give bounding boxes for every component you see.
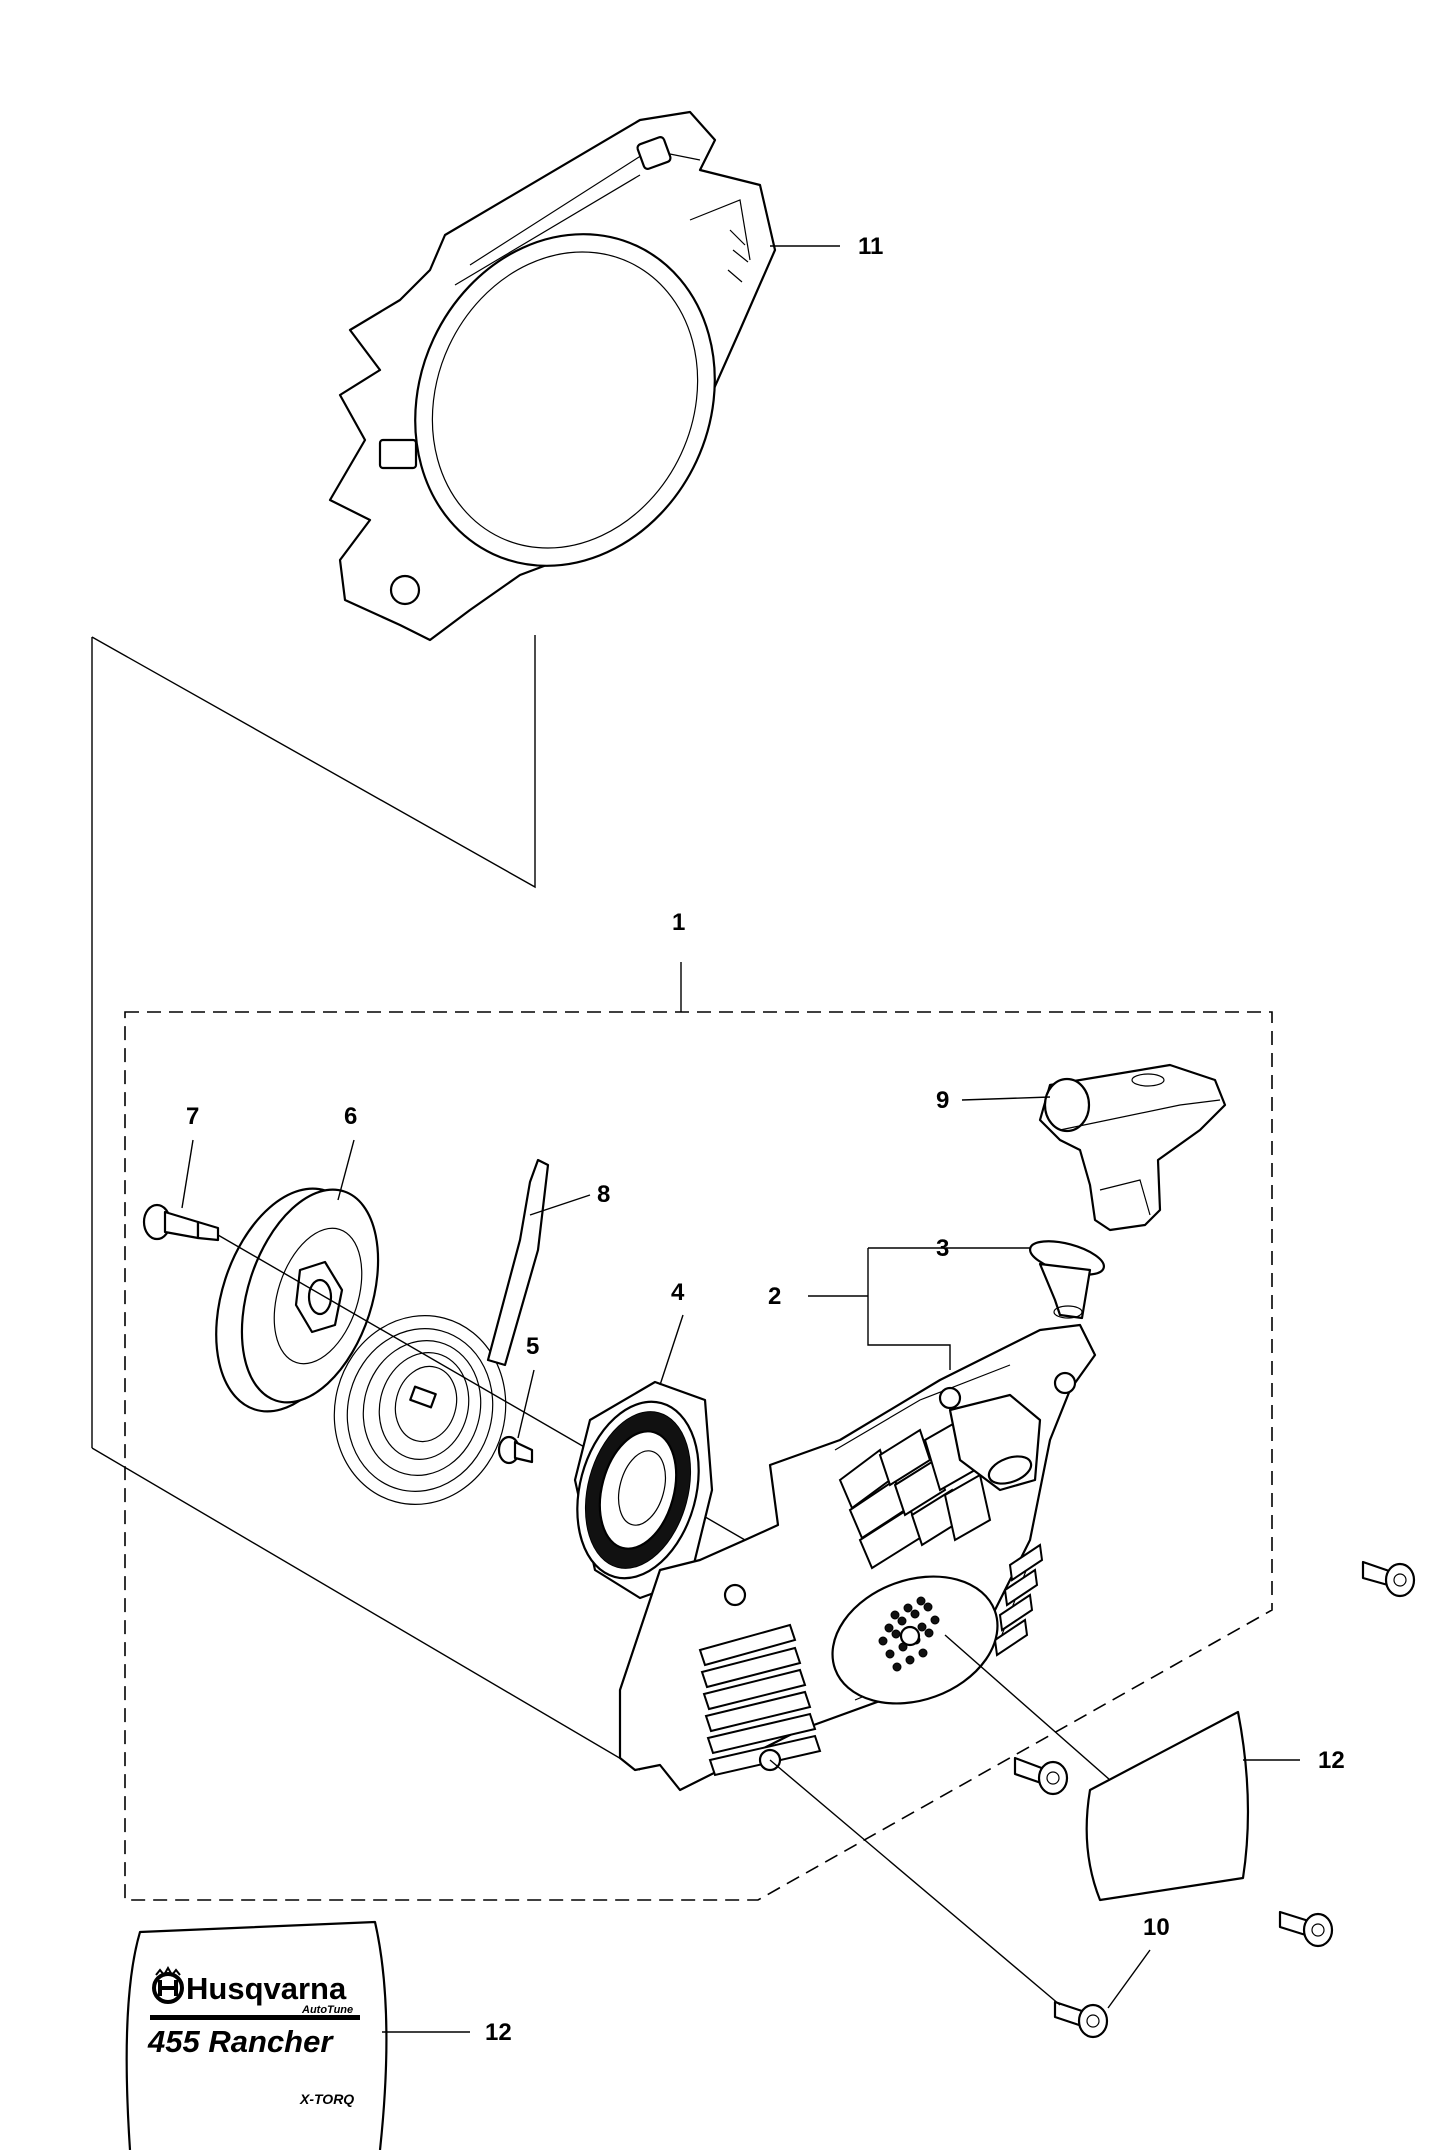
callout-12b: 12 <box>485 2019 512 2046</box>
part-8-recoil-spring <box>333 1158 550 1505</box>
leader-2-bracket <box>867 1248 951 1370</box>
part-7-bolt <box>142 1203 220 1242</box>
callout-12a: 12 <box>1318 1747 1345 1774</box>
callout-7: 7 <box>186 1103 199 1130</box>
decal-brand: Husqvarna <box>186 1971 347 2006</box>
part-4-spring-cassette <box>573 1380 714 1600</box>
callout-11: 11 <box>858 233 883 260</box>
leader-8 <box>529 1194 591 1216</box>
callout-6: 6 <box>344 1103 357 1130</box>
callout-3: 3 <box>936 1235 949 1262</box>
leader-4 <box>659 1314 684 1386</box>
part-6-pulley <box>215 1187 380 1413</box>
bolt-middle <box>1013 1756 1069 1796</box>
decal-model: 455 Rancher <box>147 2024 334 2059</box>
decal-feature: AutoTune <box>301 2004 353 2016</box>
side-vent-grille <box>993 1543 1044 1657</box>
husqvarna-crown-logo <box>152 1965 184 2004</box>
leader-5 <box>517 1369 535 1439</box>
part-10-bolt <box>1053 2000 1109 2039</box>
lower-vent-grille <box>698 1623 822 1777</box>
axis-line-decal <box>944 1634 1111 1781</box>
leader-10 <box>1107 1949 1151 2009</box>
callout-1: 1 <box>672 909 685 936</box>
callout-10: 10 <box>1143 1914 1170 1941</box>
decal-engine: X-TORQ <box>299 2091 354 2107</box>
callout-8: 8 <box>597 1181 610 1208</box>
bolt-lower-right <box>1278 1910 1334 1948</box>
center-dot-pattern <box>878 1596 940 1672</box>
part-11-fan-housing <box>328 110 777 642</box>
part-12-model-decal: Husqvarna AutoTune 455 Rancher X-TORQ <box>125 1920 388 2150</box>
part-9-starter-handle <box>1038 1063 1227 1232</box>
leader-7 <box>181 1139 194 1209</box>
decal-rule <box>150 2015 360 2020</box>
axis-line-lower <box>769 1759 1061 2006</box>
leader-6 <box>337 1139 355 1201</box>
bolt-upper-right <box>1361 1560 1416 1598</box>
part-3-rope-guide <box>1029 1240 1105 1320</box>
callout-5: 5 <box>526 1333 539 1360</box>
upper-vent-grille <box>838 1418 992 1570</box>
alignment-lines <box>91 635 641 1771</box>
callout-9: 9 <box>936 1087 949 1114</box>
leader-9 <box>961 1096 1051 1101</box>
part-12-decal-blank <box>1085 1710 1250 1902</box>
callout-2: 2 <box>768 1283 781 1310</box>
assembly-1-boundary <box>124 1011 1273 1901</box>
callout-4: 4 <box>671 1279 685 1306</box>
part-2-starter-housing <box>618 1323 1097 1792</box>
part-5-screw <box>497 1435 534 1465</box>
